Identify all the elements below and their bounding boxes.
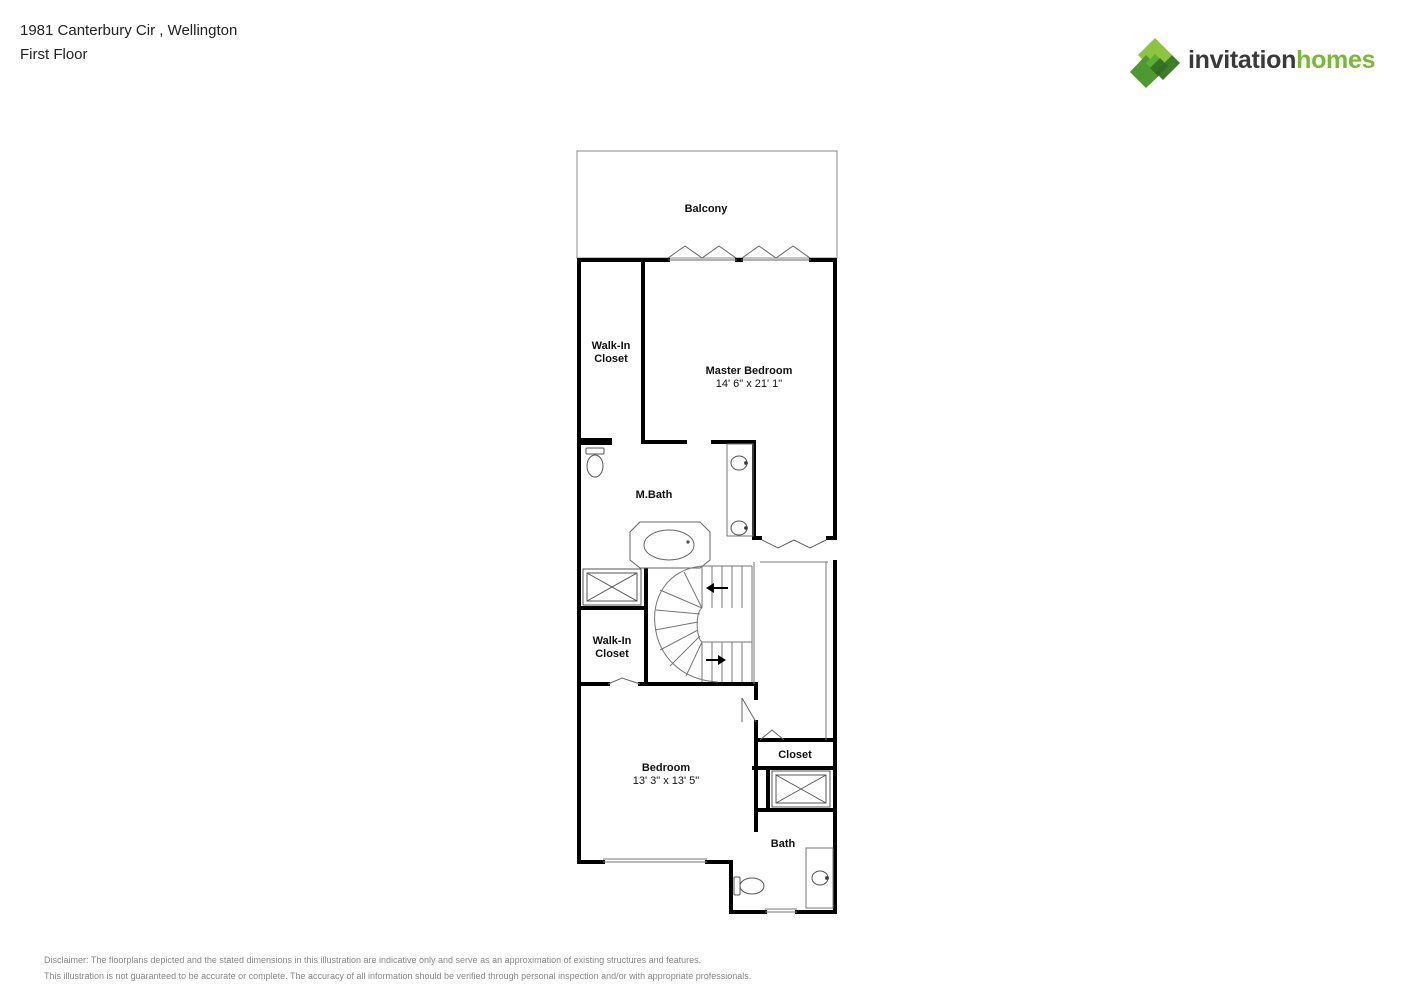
brand-logo: invitationhomes <box>1128 36 1388 90</box>
brand-wordmark: invitationhomes <box>1188 46 1376 75</box>
room-label-bedroom: Bedroom <box>642 762 691 774</box>
disclaimer-line-2: This illustration is not guaranteed to b… <box>44 971 752 981</box>
bathtub-icon <box>629 521 711 569</box>
thin-lines <box>603 443 834 913</box>
stair-arrow-icon <box>706 583 728 593</box>
disclaimer-line-1: Disclaimer: The floorplans depicted and … <box>44 955 702 965</box>
room-label-walkin-mid-1: Walk-In <box>593 635 632 647</box>
closet-doors <box>607 539 827 741</box>
stair-arrow-icon <box>706 655 726 665</box>
balcony-doors <box>667 245 811 261</box>
sink-icon <box>811 870 829 886</box>
brand-wordmark-part2: homes <box>1296 46 1376 74</box>
toilet-icon <box>733 876 765 896</box>
room-label-closet: Closet <box>778 749 812 761</box>
room-label-balcony: Balcony <box>685 203 729 215</box>
brand-logo-icon <box>1130 38 1180 88</box>
room-label-master-bath: M.Bath <box>636 489 673 501</box>
room-label-master-bedroom: Master Bedroom <box>706 365 793 377</box>
shower-icon <box>771 770 831 808</box>
sink-icon <box>730 520 748 536</box>
balcony-area <box>576 150 838 259</box>
floor-name: First Floor <box>20 46 88 63</box>
property-address: 1981 Canterbury Cir , Wellington <box>20 22 238 39</box>
room-label-walkin-mid-2: Closet <box>595 648 629 660</box>
room-label-bath: Bath <box>771 838 796 850</box>
brand-wordmark-part1: invitation <box>1188 46 1297 74</box>
shower-icon <box>582 568 642 606</box>
room-dims-master-bedroom: 14' 6" x 21' 1" <box>716 378 783 390</box>
sink-icon <box>730 455 748 471</box>
walls <box>577 258 837 914</box>
room-label-walkin-top-2: Closet <box>594 353 628 365</box>
room-dims-bedroom: 13' 3" x 13' 5" <box>633 775 700 787</box>
toilet-icon <box>585 447 605 478</box>
room-label-walkin-top-1: Walk-In <box>592 340 631 352</box>
staircase <box>654 565 753 683</box>
wall-block <box>580 438 612 445</box>
